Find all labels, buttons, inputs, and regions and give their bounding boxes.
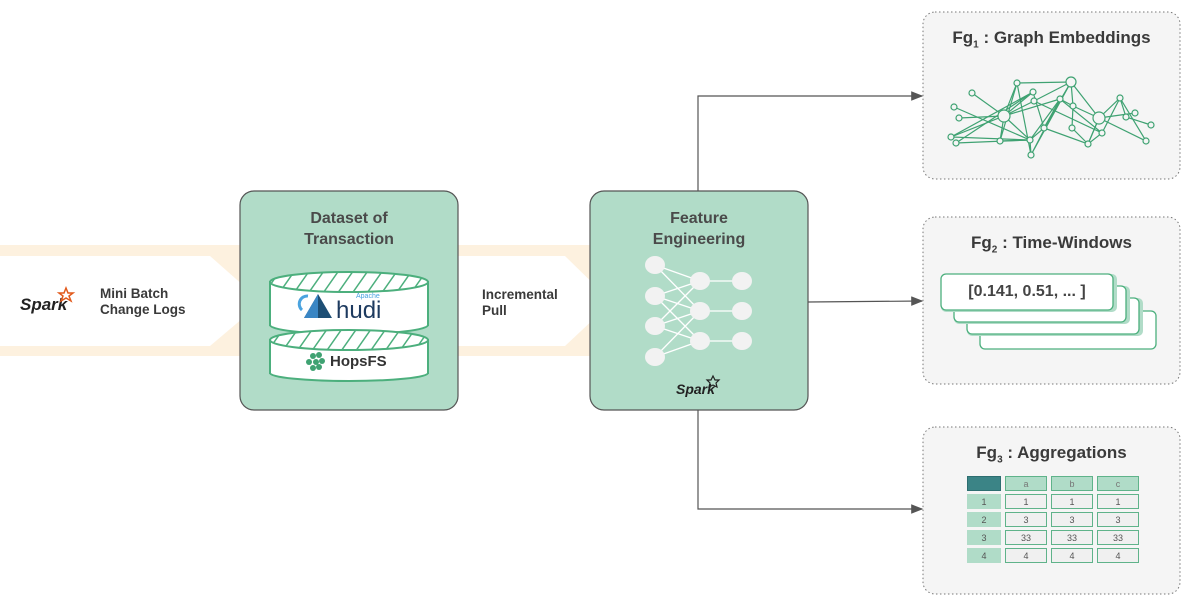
graph-network-icon (947, 76, 1155, 159)
pull-label-line1: Incremental (482, 287, 558, 302)
column-header: b (1051, 476, 1093, 491)
table-row: 2 3 3 3 (967, 512, 1139, 527)
hudi-cylinder (269, 271, 429, 335)
fg2-prefix: Fg (971, 233, 992, 252)
hops-icon (306, 352, 325, 371)
dataset-title-line1: Dataset of (310, 210, 388, 227)
table-row: 1 1 1 1 (967, 494, 1139, 509)
spark-logo-feature: Spark (676, 374, 721, 397)
fg3-subscript: 3 (997, 454, 1003, 466)
pull-flow-arrow (455, 256, 612, 346)
fg1-title: Fg1 : Graph Embeddings (923, 28, 1180, 50)
column-header: a (1005, 476, 1047, 491)
table-cell: 3 (1005, 512, 1047, 527)
arrow-to-fg2 (807, 296, 924, 306)
hopsfs-cylinder (269, 329, 429, 382)
neural-network-icon (645, 256, 752, 366)
table-header-row: a b c (967, 476, 1139, 491)
time-window-vector: [0.141, 0.51, ... ] (968, 283, 1086, 300)
svg-text:Spark: Spark (676, 381, 716, 397)
dataset-title-line2: Transaction (304, 231, 394, 248)
row-header: 3 (967, 530, 1001, 545)
table-cell: 33 (1097, 530, 1139, 545)
table-cell: 3 (1097, 512, 1139, 527)
table-cell: 1 (1097, 494, 1139, 509)
table-cell: 1 (1005, 494, 1047, 509)
source-label-line1: Mini Batch (100, 286, 169, 301)
table-row: 4 4 4 4 (967, 548, 1139, 563)
row-header: 2 (967, 512, 1001, 527)
table-cell: 4 (1051, 548, 1093, 563)
fg1-subscript: 1 (973, 39, 979, 51)
table-cell: 33 (1005, 530, 1047, 545)
fg1-prefix: Fg (952, 28, 974, 47)
source-flow-arrow (0, 256, 262, 346)
hopsfs-label: HopsFS (330, 353, 387, 370)
aggregations-table: a b c 1 1 1 1 2 3 3 3 3 33 33 33 4 4 4 4 (963, 473, 1143, 566)
column-header: c (1097, 476, 1139, 491)
row-header: 1 (967, 494, 1001, 509)
table-corner-cell (967, 476, 1001, 491)
fg2-title: Fg2 : Time-Windows (923, 233, 1180, 255)
row-header: 4 (967, 548, 1001, 563)
dataset-box-title: Dataset of Transaction (240, 208, 458, 250)
arrow-to-fg1 (697, 91, 924, 191)
spark-logo-source: Spark (20, 285, 76, 314)
table-cell: 3 (1051, 512, 1093, 527)
fg1-name: : Graph Embeddings (983, 28, 1151, 47)
feature-box-title: Feature Engineering (590, 208, 808, 250)
arrow-to-fg3 (697, 410, 924, 514)
fg2-name: : Time-Windows (1002, 233, 1132, 252)
fg3-name: : Aggregations (1007, 443, 1127, 462)
fg3-title: Fg3 : Aggregations (923, 443, 1180, 465)
source-label-line2: Change Logs (100, 302, 186, 317)
pull-label-line2: Pull (482, 303, 507, 318)
fg2-subscript: 2 (991, 244, 998, 256)
svg-text:Apache: Apache (356, 293, 380, 300)
time-window-cards (940, 273, 1157, 350)
hudi-logo: hudi Apache (297, 293, 381, 324)
table-cell: 4 (1005, 548, 1047, 563)
feature-title-line2: Engineering (652, 231, 746, 248)
table-cell: 33 (1051, 530, 1093, 545)
table-cell: 1 (1051, 494, 1093, 509)
fg3-prefix: Fg (976, 443, 998, 462)
pull-label: Incremental Pull (482, 287, 558, 319)
table-cell: 4 (1097, 548, 1139, 563)
table-row: 3 33 33 33 (967, 530, 1139, 545)
feature-title-line1: Feature (670, 210, 728, 227)
svg-text:Spark: Spark (20, 295, 69, 314)
svg-text:hudi: hudi (336, 297, 381, 324)
source-label: Mini Batch Change Logs (100, 286, 186, 318)
fg1-panel (922, 11, 1181, 180)
feature-engineering-box (589, 190, 809, 411)
